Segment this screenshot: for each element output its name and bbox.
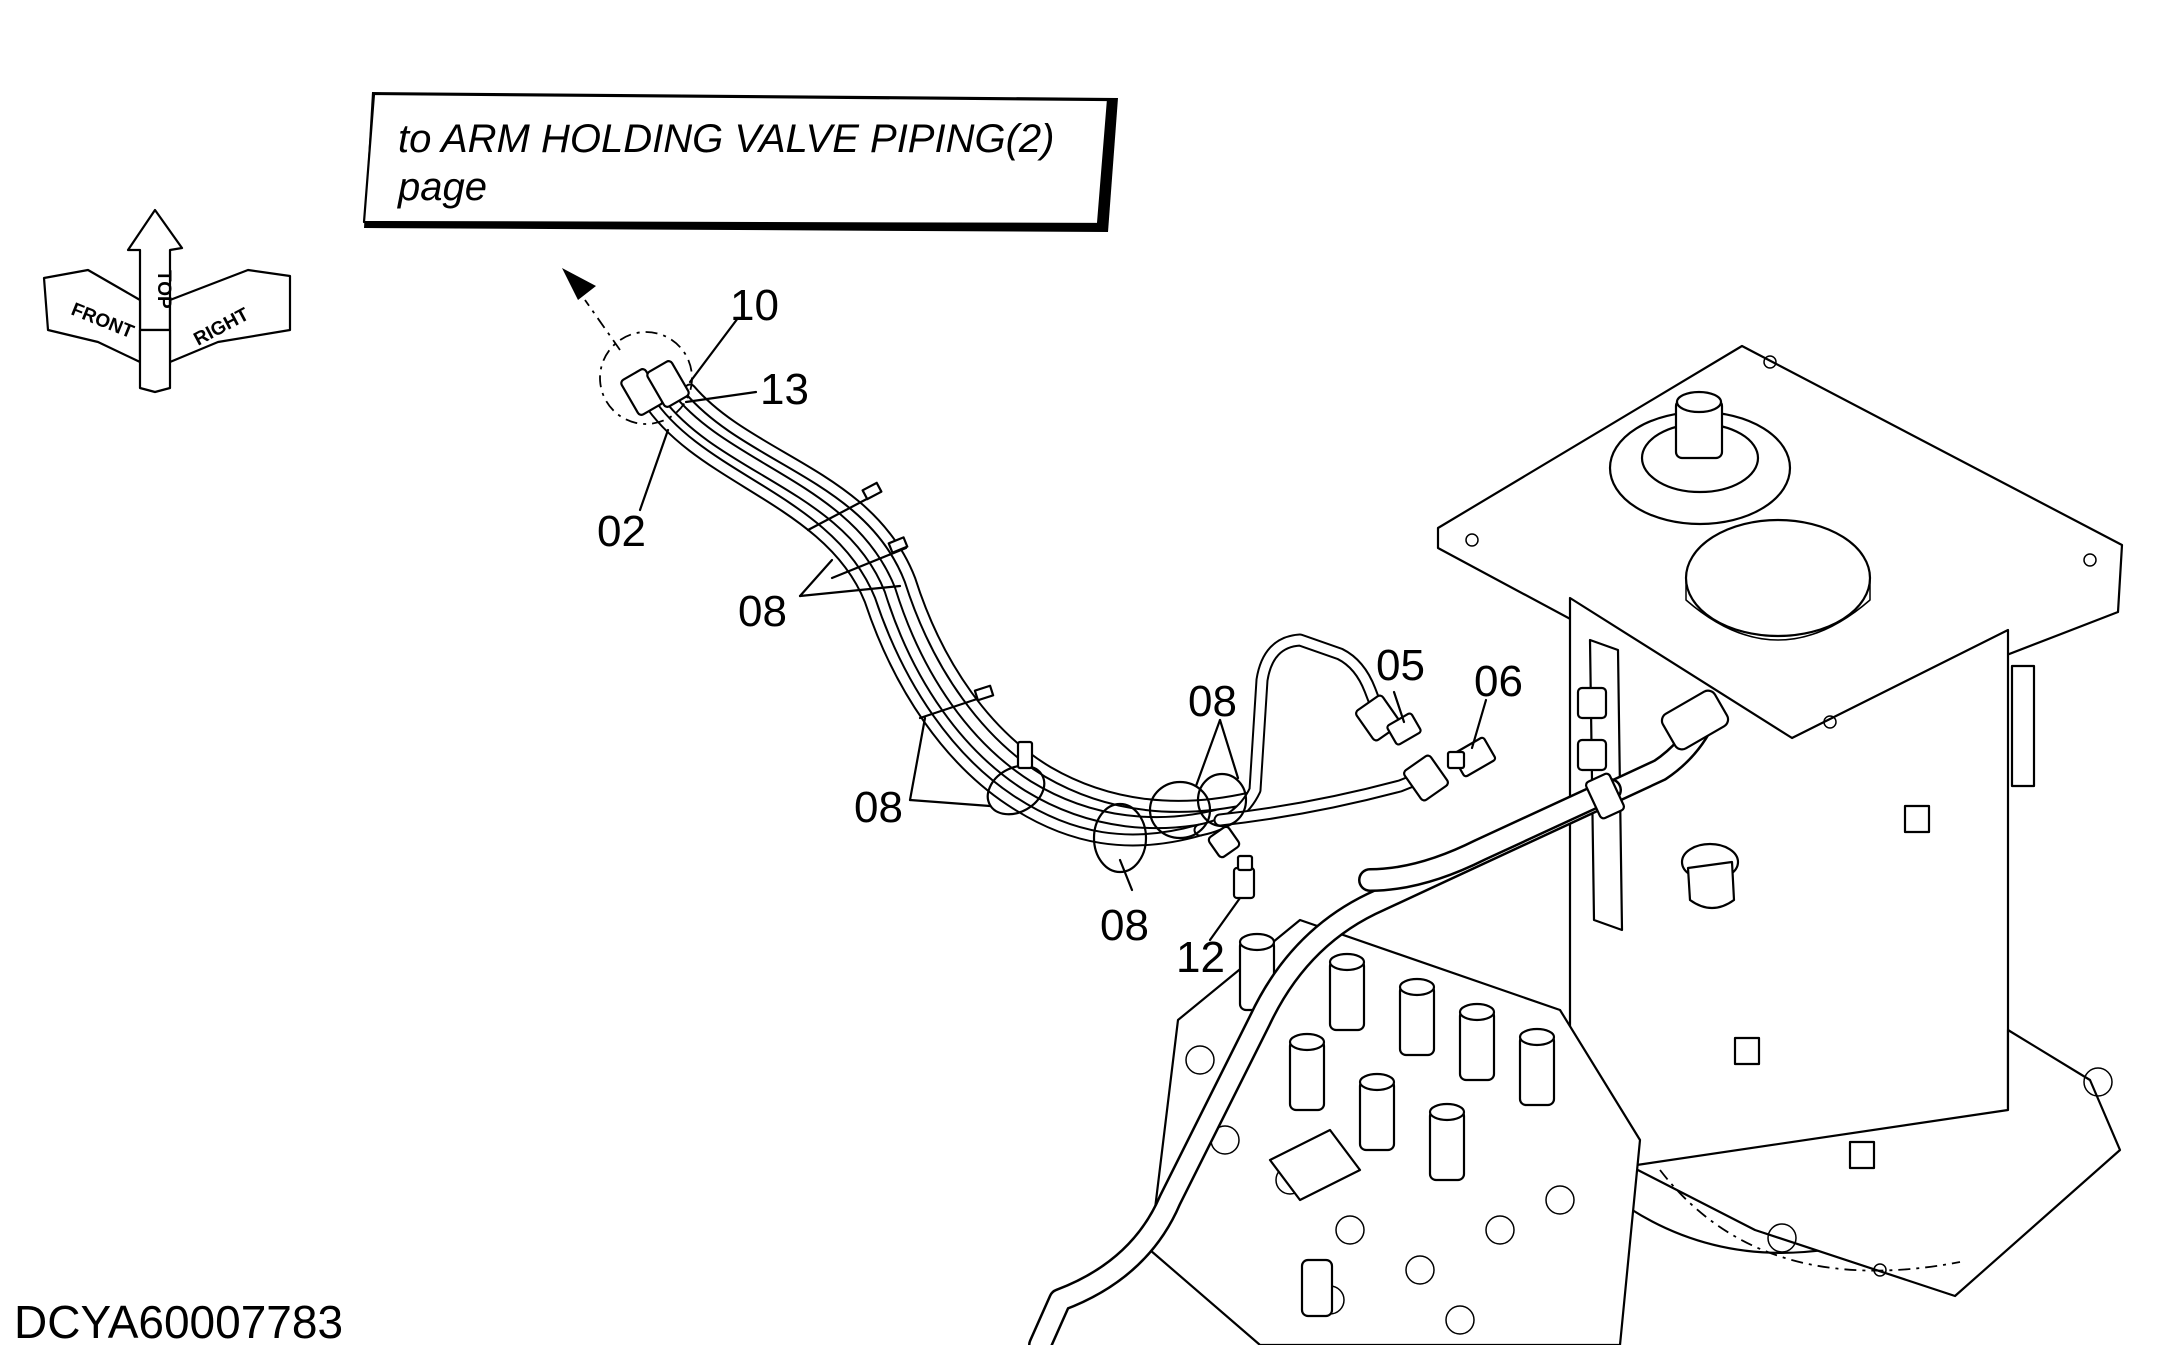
- reference-note-box[interactable]: to ARM HOLDING VALVE PIPING(2) page: [362, 92, 1118, 232]
- reference-arrow: [562, 268, 621, 351]
- leader-lines: [638, 316, 1488, 942]
- drawing-code: DCYA60007783: [14, 1296, 343, 1345]
- fitting-06: [1446, 736, 1497, 778]
- callout-13[interactable]: 13: [760, 365, 809, 414]
- callout-08-upper[interactable]: 08: [738, 587, 787, 636]
- callout-05[interactable]: 05: [1376, 641, 1425, 690]
- callout-12[interactable]: 12: [1176, 933, 1225, 982]
- hose-assembly: [599, 331, 1257, 847]
- reference-note-line2: page: [397, 165, 487, 209]
- direction-indicator: TOP FRONT RIGHT: [42, 208, 292, 394]
- clamps-08: [806, 481, 1248, 874]
- callout-06[interactable]: 06: [1474, 657, 1523, 706]
- fitting-12: [1207, 825, 1256, 900]
- direction-top-label: TOP: [153, 270, 174, 309]
- callout-02[interactable]: 02: [597, 507, 646, 556]
- control-valve: [1148, 918, 1642, 1345]
- callout-10[interactable]: 10: [730, 281, 779, 330]
- fitting-05: [1386, 712, 1422, 746]
- callout-08-lower[interactable]: 08: [1100, 901, 1149, 950]
- hose-to-fitting-05: [1193, 633, 1449, 837]
- callout-labels: 10 13 02 08 08 08 08 05 06 12: [597, 281, 1523, 982]
- main-pipe: [1028, 689, 1730, 1345]
- callout-08-left[interactable]: 08: [854, 783, 903, 832]
- callout-08-right[interactable]: 08: [1188, 677, 1237, 726]
- reference-note-line1: to ARM HOLDING VALVE PIPING(2): [398, 117, 1054, 161]
